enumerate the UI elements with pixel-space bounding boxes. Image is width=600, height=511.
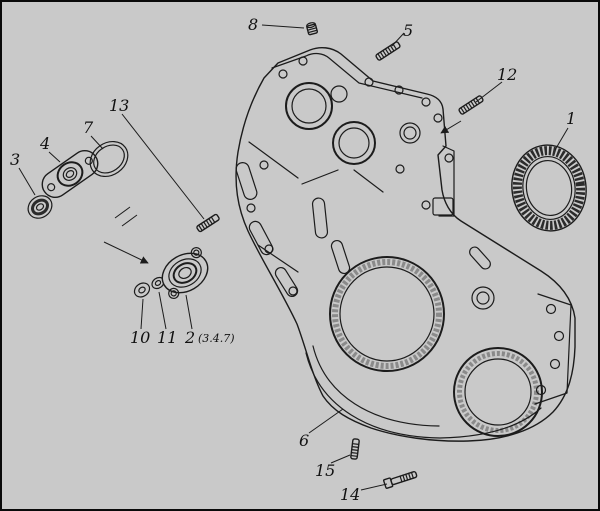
callout-12-label: 12	[497, 65, 517, 84]
bell-lip-inner	[312, 345, 440, 427]
assembly-arrow	[103, 241, 149, 264]
assembly-arrows	[103, 120, 462, 264]
housing-right-pad	[432, 197, 454, 216]
leader-15	[330, 454, 351, 464]
leader-6	[308, 408, 344, 434]
leader-11	[158, 291, 167, 330]
callout-14-label: 14	[340, 485, 360, 504]
leader-4	[48, 151, 61, 163]
leader-7	[90, 135, 104, 150]
leader-lines	[18, 24, 569, 491]
leader-1	[554, 127, 569, 151]
callout-15-label: 15	[315, 461, 335, 480]
stud-12	[458, 95, 484, 115]
leader-5	[391, 32, 405, 47]
crankshaft-oil-seal	[511, 144, 587, 232]
pad-hole	[545, 303, 557, 315]
idler-opening	[332, 121, 376, 165]
insert-arrow-12	[440, 120, 462, 134]
callout-2-label: 2	[184, 328, 195, 347]
callout-8-label: 8	[248, 15, 258, 34]
small-boss-bore	[399, 122, 421, 144]
housing-top-flange-line	[271, 52, 423, 99]
camshaft-opening-inner	[291, 88, 327, 124]
pad-hole	[549, 358, 561, 370]
callout-13-label: 13	[109, 96, 129, 115]
pad-hole	[535, 384, 547, 396]
callout-6-label: 6	[299, 431, 309, 450]
callout-3-label: 3	[10, 150, 20, 169]
callout-1-label: 1	[566, 109, 576, 128]
bolt-14	[383, 471, 418, 489]
leader-3	[18, 167, 36, 196]
leader-8	[261, 24, 305, 29]
stud-5	[375, 41, 401, 61]
callout-labels: 8 5 12 1 13 7 4 3 10 11 2 (3.4.7) 6 15 1…	[10, 15, 576, 504]
flange-bolt-holes	[246, 56, 454, 296]
leader-14	[360, 483, 388, 491]
idler-opening-inner	[338, 127, 370, 159]
washer-10	[133, 282, 151, 298]
leader-13	[121, 113, 205, 220]
callout-11-label: 11	[157, 328, 177, 347]
pad-hole	[553, 330, 565, 342]
tensioner-assembly	[161, 247, 209, 299]
side-bore	[471, 286, 495, 310]
callout-4-label: 4	[39, 134, 50, 153]
flywheel-housing	[235, 46, 576, 442]
plug-8	[305, 22, 319, 36]
match-marks	[114, 206, 138, 227]
stud-13	[196, 213, 220, 233]
housing-right-bracket	[438, 145, 455, 217]
small-boss-bore-inner	[403, 126, 417, 140]
bearing-flange	[41, 149, 99, 199]
callout-2-note: (3.4.7)	[198, 332, 235, 345]
stud-15	[350, 438, 360, 460]
small-bore-top	[330, 85, 348, 103]
callout-7-label: 7	[83, 118, 94, 137]
housing-ribs	[235, 141, 491, 298]
callout-10-label: 10	[130, 328, 150, 347]
side-bore-inner	[476, 291, 490, 305]
bell-lip-outer	[305, 352, 542, 439]
central-crankshaft-bore	[329, 256, 445, 372]
leader-2	[185, 294, 193, 330]
seal-washer	[27, 195, 53, 219]
housing-outline	[235, 46, 576, 442]
camshaft-opening	[285, 82, 333, 130]
right-mounting-pad	[534, 293, 572, 405]
leader-10	[140, 298, 144, 330]
callout-5-label: 5	[403, 21, 413, 40]
leader-12	[475, 81, 503, 103]
